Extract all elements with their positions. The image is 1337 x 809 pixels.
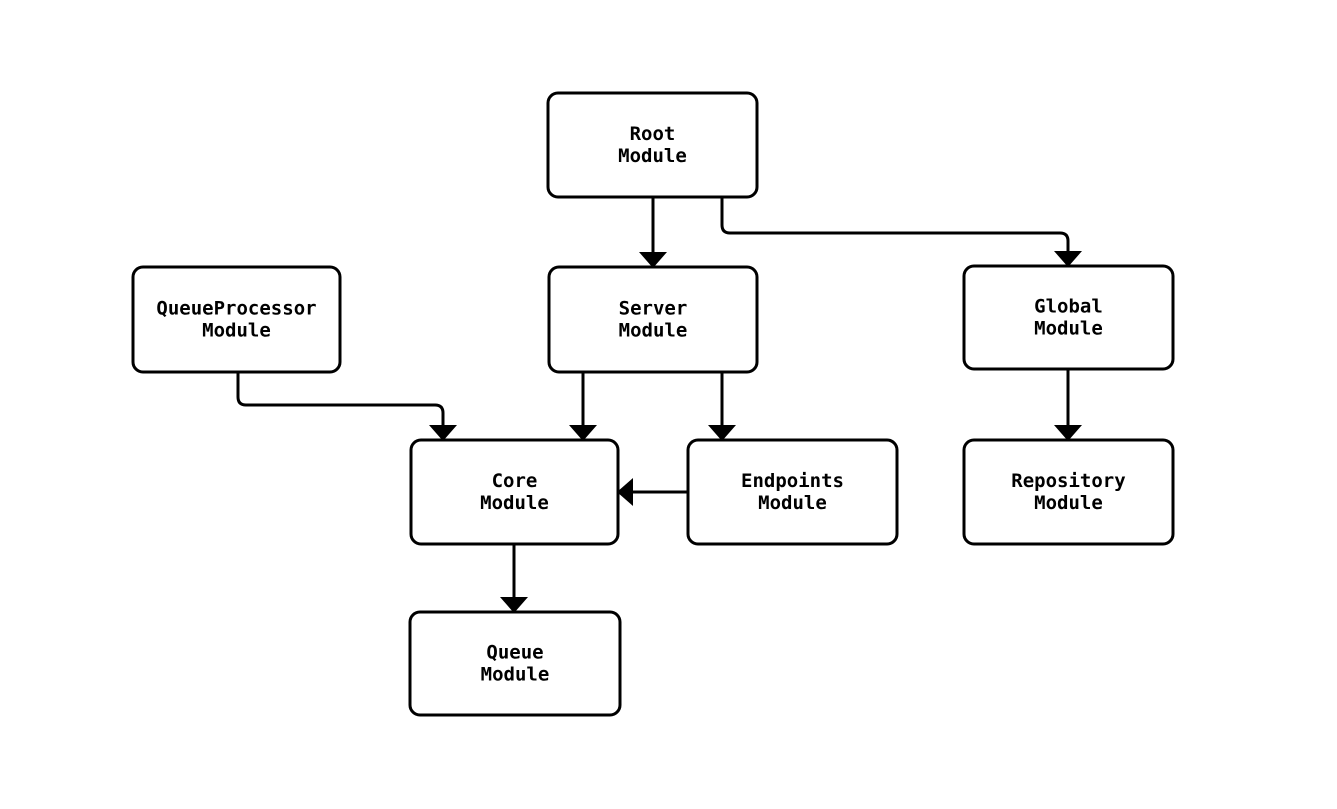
node-box-repository [962,438,1175,546]
node-box-global [962,264,1175,371]
edges-layer [236,197,1082,613]
edge-root-to-global [720,197,1082,267]
node-box-server [547,265,759,374]
node-box-endpoints [686,438,899,546]
node-box-root [546,91,759,199]
node-box-core [409,438,620,546]
node-box-queueprocessor [131,265,342,374]
edge-queueprocessor-to-core [236,372,457,441]
node-box-queue [408,610,622,717]
